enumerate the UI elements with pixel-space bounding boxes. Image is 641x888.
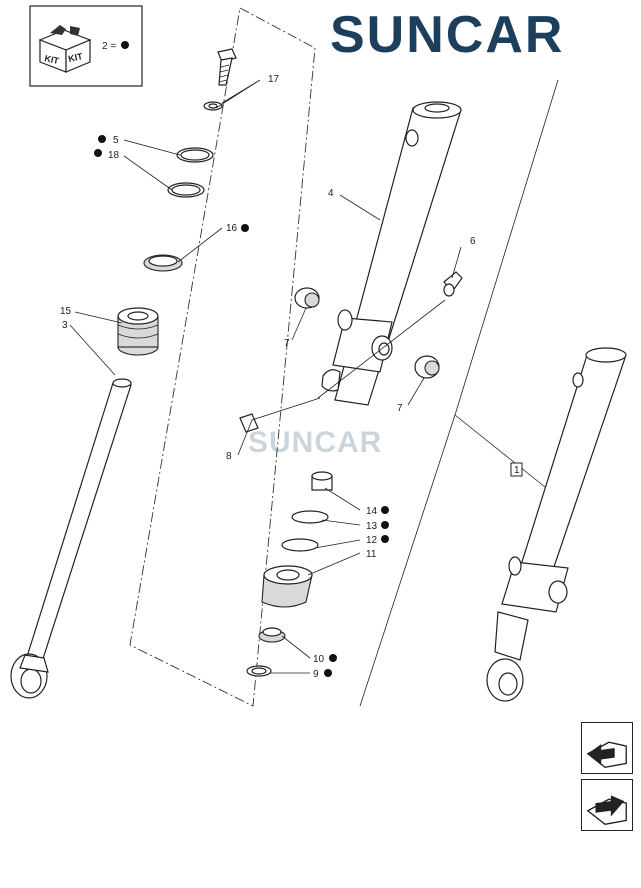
part-15-piston: [117, 307, 159, 356]
part-11-gland: [261, 565, 313, 608]
leader-16: [177, 227, 223, 263]
callout-14: 14: [366, 506, 378, 517]
part-6-grease-fitting: [443, 271, 463, 297]
callout-3: 3: [62, 320, 68, 331]
brand-logo: SUNCAR: [330, 6, 564, 64]
callout-15: 15: [60, 306, 72, 317]
part-8-clip: [239, 413, 259, 433]
callout-7-right: 7: [397, 403, 403, 414]
part-9-wiper: [246, 665, 272, 677]
part-7-bushing-right: [414, 355, 440, 379]
kit-legend-box: KIT KIT 2 =: [29, 5, 143, 87]
part-14-bushing: [311, 471, 333, 491]
kit-dot-13: [381, 521, 389, 529]
part-12-backup-ring: [281, 538, 319, 552]
leader-5: [123, 139, 181, 156]
callout-18: 18: [108, 150, 120, 161]
callout-10: 10: [313, 654, 325, 665]
callout-11: 11: [366, 549, 377, 560]
callout-9: 9: [313, 669, 319, 680]
part-16-seal: [143, 254, 183, 272]
kit-dot-18: [94, 149, 102, 157]
kit-marker-dot: [121, 41, 129, 49]
callout-4: 4: [328, 188, 334, 199]
kit-dot-14: [381, 506, 389, 514]
kit-label-left: KIT: [44, 53, 61, 66]
kit-box-icon: KIT KIT: [38, 25, 92, 73]
kit-dot-12: [381, 535, 389, 543]
arrow-left-icon: [586, 741, 627, 768]
part-17-bolt: [203, 48, 237, 111]
callout-5: 5: [113, 135, 119, 146]
leader-7a: [291, 307, 307, 341]
exploded-boundary: [129, 7, 316, 707]
leader-15: [74, 311, 123, 324]
callout-8: 8: [226, 451, 232, 462]
brand-name: SUNCAR: [330, 6, 564, 64]
leader-3: [69, 324, 116, 376]
leader-18: [123, 155, 173, 191]
callout-6: 6: [470, 236, 476, 247]
leader-12: [314, 539, 361, 549]
part-4-cylinder-barrel: [321, 101, 462, 406]
callout-1-box: [510, 462, 523, 477]
kit-label-right: KIT: [67, 51, 84, 64]
reference-line-lower: [359, 414, 456, 707]
callout-16: 16: [226, 223, 238, 234]
kit-dot-10: [329, 654, 337, 662]
leader-11: [307, 552, 361, 576]
callout-7-left: 7: [284, 338, 290, 349]
callout-12: 12: [366, 535, 378, 546]
callout-13: 13: [366, 521, 378, 532]
reference-line-right: [454, 414, 546, 488]
arrow-right-icon: [586, 795, 627, 825]
part-1-cylinder-assembly: [486, 347, 627, 702]
reference-line-upper: [454, 79, 559, 416]
leader-barrel-fitting: [317, 299, 446, 399]
kit-dot-16: [241, 224, 249, 232]
leader-4: [339, 194, 381, 221]
leader-10: [281, 635, 311, 659]
prev-page-button[interactable]: [581, 722, 633, 774]
leader-6: [451, 246, 462, 279]
kit-legend-text: 2 =: [102, 41, 116, 52]
kit-dot-9: [324, 669, 332, 677]
part-7-bushing-left: [294, 287, 320, 309]
part-3-piston-rod: [10, 378, 132, 699]
part-13-o-ring: [291, 510, 329, 524]
callout-17: 17: [268, 74, 280, 85]
leader-17: [215, 79, 261, 109]
next-page-button[interactable]: [581, 779, 633, 831]
leader-13: [321, 519, 361, 526]
leader-14: [324, 487, 361, 511]
kit-dot-5: [98, 135, 106, 143]
part-10-seal: [258, 627, 286, 643]
callout-1: 1: [514, 465, 520, 476]
watermark: SUNCAR: [248, 426, 382, 459]
leader-7b: [407, 377, 425, 406]
leader-8: [237, 397, 321, 456]
